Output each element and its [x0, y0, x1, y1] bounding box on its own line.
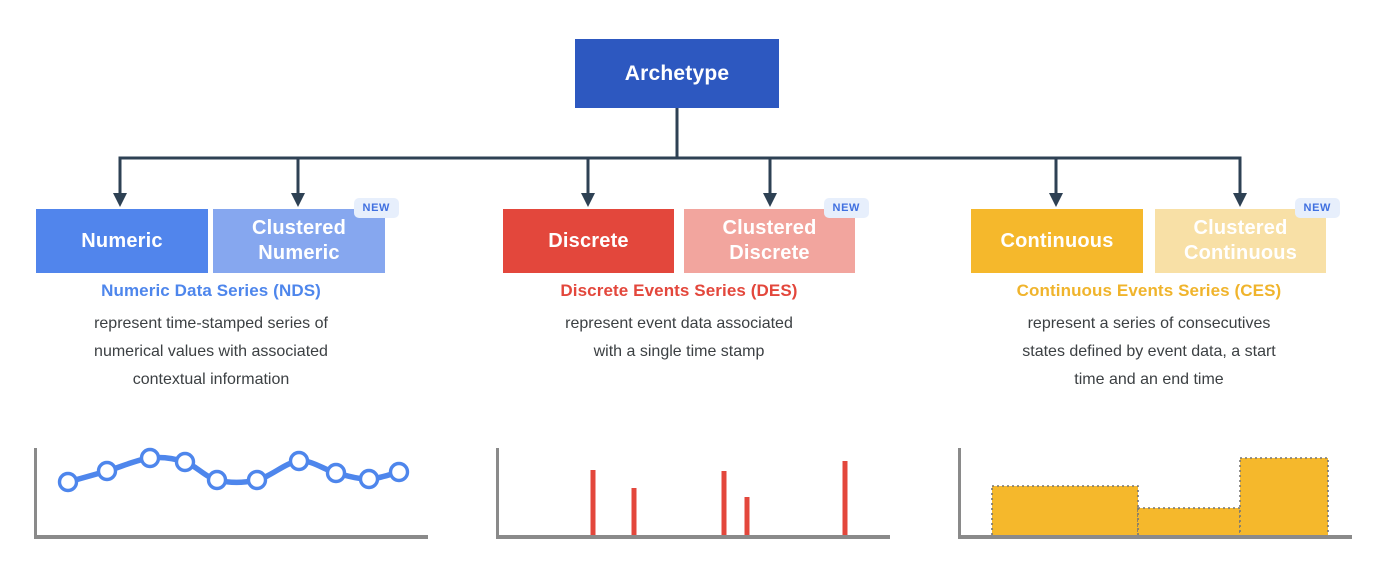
discrete-spikes-chart: [496, 448, 890, 539]
clustered-continuous-node: Clustered Continuous NEW: [1155, 198, 1340, 273]
numeric-series-heading: Numeric Data Series (NDS): [101, 281, 321, 300]
numeric-node: Numeric: [36, 209, 208, 273]
description-line: represent event data associated: [565, 315, 793, 332]
continuous-node: Continuous: [971, 209, 1143, 273]
continuous-label: Continuous: [1000, 229, 1114, 252]
numeric-description-block: Numeric Data Series (NDS) represent time…: [36, 281, 386, 394]
discrete-description-block: Discrete Events Series (DES) represent e…: [500, 281, 858, 366]
connector-lines: [118, 108, 1242, 194]
clustered-continuous-label: Clustered Continuous: [1183, 217, 1298, 264]
description-line: with a single time stamp: [593, 343, 765, 360]
clustered-numeric-node: Clustered Numeric NEW: [213, 198, 399, 273]
archetype-node: Archetype: [575, 39, 779, 108]
discrete-series-heading: Discrete Events Series (DES): [560, 281, 798, 300]
continuous-steps-chart: [958, 448, 1352, 539]
continuous-series-heading: Continuous Events Series (CES): [1016, 281, 1282, 300]
numeric-line-chart: [34, 447, 428, 539]
description-line: numerical values with associated: [94, 343, 328, 360]
description-line: contextual information: [132, 371, 290, 388]
description-line: states defined by event data, a start: [1022, 343, 1276, 360]
numeric-label: Numeric: [81, 229, 163, 252]
new-badge: NEW: [353, 198, 399, 218]
clustered-discrete-label: Clustered Discrete: [722, 217, 817, 264]
new-badge: NEW: [823, 198, 869, 218]
arrowheads: [113, 193, 1247, 207]
description-line: represent a series of consecutives: [1027, 315, 1271, 332]
clustered-discrete-node: Clustered Discrete NEW: [684, 198, 869, 273]
archetype-label: Archetype: [624, 61, 730, 85]
discrete-label: Discrete: [548, 229, 629, 252]
description-line: represent time-stamped series of: [94, 315, 328, 332]
clustered-numeric-label: Clustered Numeric: [251, 217, 347, 264]
continuous-description-block: Continuous Events Series (CES) represent…: [965, 281, 1333, 394]
description-line: time and an end time: [1074, 371, 1224, 388]
discrete-node: Discrete: [503, 209, 674, 273]
new-badge: NEW: [1294, 198, 1340, 218]
